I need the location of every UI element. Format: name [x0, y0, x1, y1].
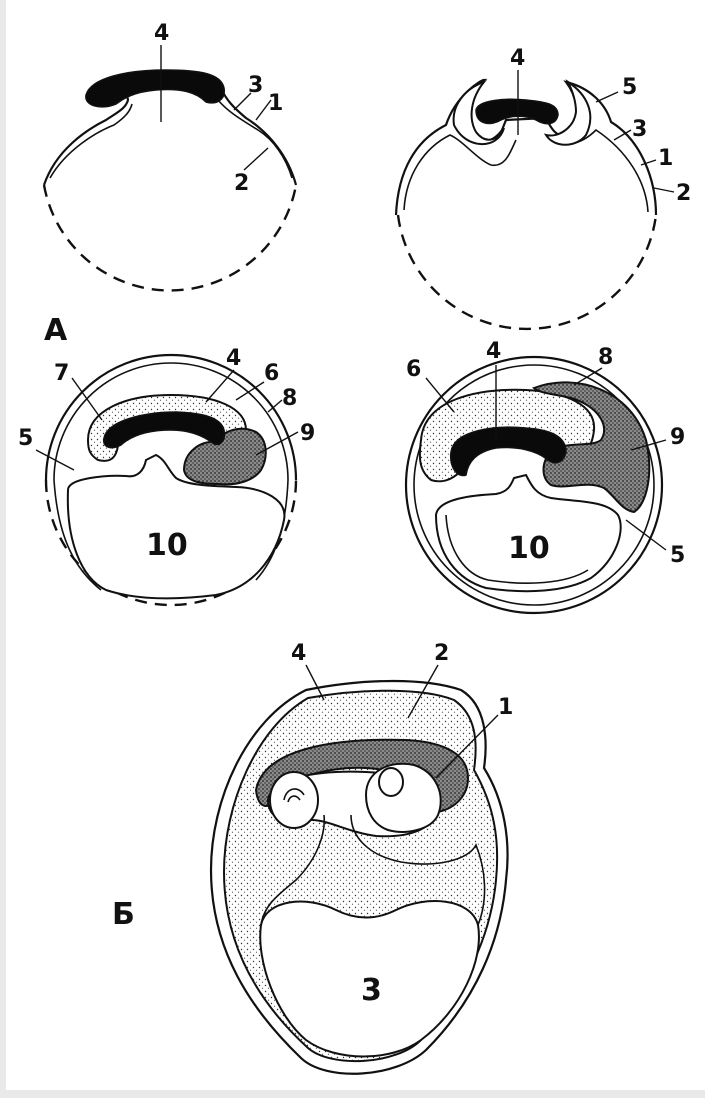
stage-4-label-5: 5 [670, 543, 685, 568]
stage-b-label-2: 2 [434, 641, 449, 666]
stage-b-label-3: 3 [361, 973, 382, 1008]
stage-2-inner-left [404, 135, 516, 210]
stage-1-leader-2 [244, 148, 268, 170]
stage-2-label-1: 1 [658, 146, 673, 171]
stage-3-label-9: 9 [300, 421, 315, 446]
stage-3-diagram: 7 4 6 8 5 9 10 [18, 346, 315, 605]
stage-2-label-3: 3 [632, 117, 647, 142]
stage-b-label-4: 4 [291, 641, 306, 666]
stage-1-inner-layer-left [50, 104, 132, 178]
stage-2-diagram: 4 5 3 1 2 [396, 46, 691, 329]
stage-4-diagram: 6 4 8 9 10 5 [406, 339, 685, 613]
stage-1-diagram: 4 3 1 2 [44, 21, 296, 290]
stage-4-label-9: 9 [670, 425, 685, 450]
stage-b-diagram: 4 2 1 3 [211, 641, 513, 1074]
stage-b-label-1: 1 [498, 695, 513, 720]
stage-2-label-2: 2 [676, 181, 691, 206]
stage-4-label-8: 8 [598, 345, 613, 370]
stage-3-label-5: 5 [18, 426, 33, 451]
stage-1-label-3: 3 [248, 73, 263, 98]
stage-3-label-10: 10 [146, 528, 188, 563]
stage-1-yolk-outline [44, 185, 296, 290]
panel-label-a: А [44, 313, 68, 348]
panel-label-b: Б [112, 897, 135, 932]
stage-1-label-2: 2 [234, 171, 249, 196]
stage-b-embryo-tail [270, 772, 318, 828]
stage-1-embryonic-disc [86, 70, 224, 107]
stage-3-label-7: 7 [54, 361, 69, 386]
stage-2-label-5: 5 [622, 75, 637, 100]
stage-1-label-4: 4 [154, 21, 169, 46]
stage-4-label-4: 4 [486, 339, 501, 364]
stage-b-eye [379, 768, 403, 796]
stage-2-leader-2 [654, 188, 674, 192]
stage-2-label-4: 4 [510, 46, 525, 71]
diagram-canvas: 4 3 1 2 4 5 3 1 2 А [6, 0, 705, 1098]
stage-4-label-10: 10 [508, 531, 550, 566]
stage-b-embryo-head [366, 764, 441, 832]
stage-4-label-6: 6 [406, 357, 421, 382]
stage-3-label-4: 4 [226, 346, 241, 371]
stage-2-leader-5 [596, 92, 618, 102]
stage-b-leader-4 [306, 665, 324, 700]
stage-3-leader-4 [206, 370, 234, 402]
stage-1-label-1: 1 [268, 91, 283, 116]
stage-2-yolk-outline [398, 215, 656, 329]
stage-3-label-8: 8 [282, 386, 297, 411]
stage-3-label-6: 6 [264, 361, 279, 386]
